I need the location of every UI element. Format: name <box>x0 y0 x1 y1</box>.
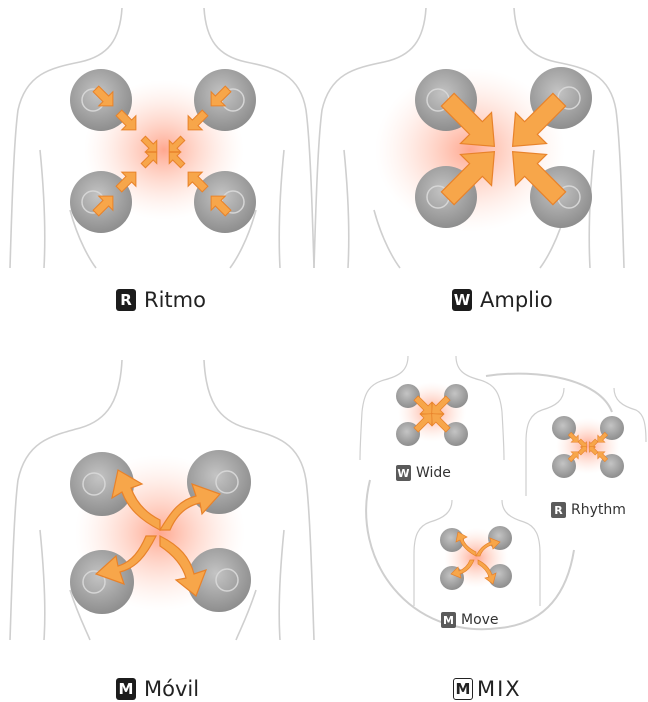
mode-name: MIX <box>477 677 522 701</box>
stimulation-arrow-icon <box>567 431 609 463</box>
mix-label-move: M Move <box>441 612 499 628</box>
cycle-loop <box>365 372 613 631</box>
mix-badge: W <box>396 465 411 481</box>
electrode-wires <box>418 537 536 579</box>
mix-badge: R <box>551 502 566 518</box>
mode-badge: M <box>453 678 473 700</box>
stimulation-arrow-icon <box>413 395 451 433</box>
mix-badge: M <box>441 612 456 628</box>
torso-outline-icon <box>413 499 541 606</box>
mode-badge: M <box>116 678 136 700</box>
mix-name: Wide <box>416 465 451 481</box>
mode-name: Amplio <box>480 288 553 312</box>
mode-label-amplio: W Amplio <box>452 288 553 312</box>
stimulation-arrow-icon <box>440 92 567 206</box>
panel-mix <box>359 355 647 631</box>
mix-name: Rhythm <box>571 502 626 518</box>
torso-outline-icon <box>9 359 315 641</box>
torso-outline-icon <box>9 7 315 269</box>
mode-badge: R <box>116 289 136 311</box>
mix-label-wide: W Wide <box>396 465 451 481</box>
panel-amplio <box>313 7 640 269</box>
torso-outline-icon <box>359 355 505 461</box>
mode-badge: W <box>452 289 472 311</box>
mode-name: Móvil <box>144 677 200 701</box>
electrode-wires <box>372 395 492 435</box>
mode-name: Ritmo <box>144 288 206 312</box>
electrode-pad-icon <box>396 384 468 446</box>
electrode-wires <box>530 427 646 467</box>
mix-name: Move <box>461 612 499 628</box>
mini-torso-wide <box>359 355 505 461</box>
panel-ritmo <box>9 7 315 269</box>
mini-torso-move <box>413 499 541 606</box>
mode-label-movil: M Móvil <box>116 677 199 701</box>
mix-label-rhythm: R Rhythm <box>551 502 626 518</box>
stimulation-arrow-icon <box>450 531 501 585</box>
mode-label-ritmo: R Ritmo <box>116 288 206 312</box>
stimulation-arrow-icon <box>92 85 232 217</box>
torso-outline-icon <box>313 7 625 269</box>
mode-label-mix: M MIX <box>453 677 522 701</box>
mini-torso-rhythm <box>525 387 647 496</box>
panel-movil <box>9 359 315 641</box>
stimulation-arrow-icon <box>94 469 222 597</box>
